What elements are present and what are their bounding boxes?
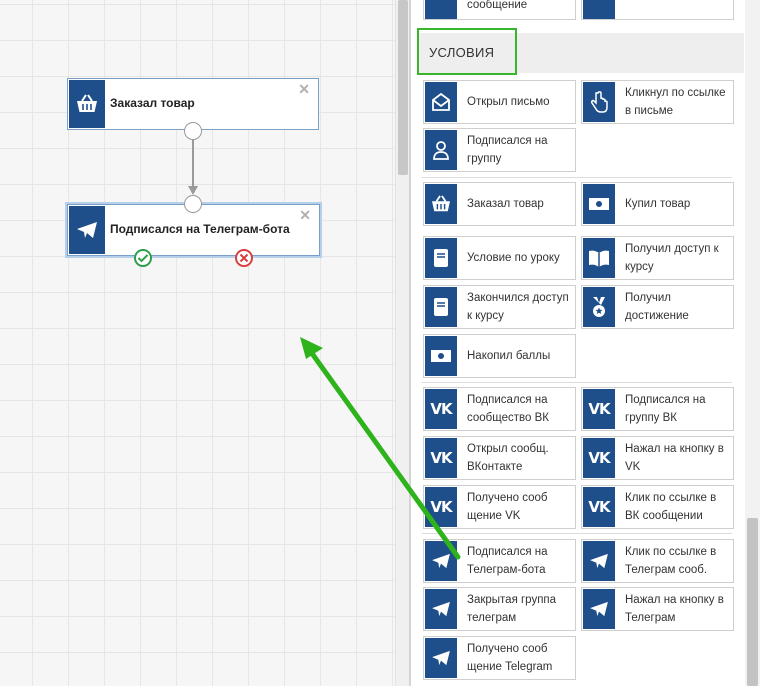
node-ordered-product[interactable]: Заказал товар ✕: [67, 78, 319, 130]
input-port[interactable]: [184, 195, 202, 213]
condition-card-vk-subscribed-group[interactable]: VK Подписался на группу ВК: [581, 387, 734, 431]
condition-card-vk-subscribed-community[interactable]: VK Подписался на сообщество ВК: [423, 387, 576, 431]
canvas-scrollbar-thumb[interactable]: [398, 0, 408, 175]
card-label: Открыл письмо: [467, 96, 550, 108]
condition-card-vk-opened-message[interactable]: VK Открыл сообщ. ВКонтакте: [423, 436, 576, 480]
user-icon: [425, 130, 457, 170]
divider: [422, 533, 732, 534]
section-header: [417, 33, 744, 73]
vk-icon: VK: [425, 438, 457, 478]
panel-scrollbar-thumb[interactable]: [747, 518, 758, 686]
section-title: УСЛОВИЯ: [429, 45, 495, 60]
card-label: Подписался на сообщество ВК: [467, 394, 549, 424]
condition-card-clicked-link-email[interactable]: Кликнул по ссылке в письме: [581, 80, 734, 124]
card-label: [625, 0, 731, 14]
condition-card-partial[interactable]: [581, 0, 734, 20]
divider: [422, 177, 732, 178]
open-book-icon: [583, 238, 615, 278]
vk-icon: [583, 0, 615, 19]
telegram-icon: [425, 541, 457, 581]
condition-card-ordered-product[interactable]: Заказал товар: [423, 182, 576, 226]
output-port[interactable]: [184, 122, 202, 140]
condition-card-vk-pressed-button[interactable]: VK Нажал на кнопку в VK: [581, 436, 734, 480]
divider: [422, 382, 732, 383]
book-icon: [425, 238, 457, 278]
condition-card-accumulated-points[interactable]: Накопил баллы: [423, 334, 576, 378]
highlight-box: [417, 28, 517, 75]
card-label: Получил доступ к курсу: [625, 243, 719, 273]
condition-card-opened-email[interactable]: Открыл письмо: [423, 80, 576, 124]
card-label: Подписался на группу: [467, 135, 548, 165]
condition-card-telegram-private-group[interactable]: Закрытая группа телеграм: [423, 587, 576, 631]
card-label: Получил достижение: [625, 292, 689, 322]
condition-card-telegram-link-click[interactable]: Клик по ссылке в Телеграм сооб.: [581, 539, 734, 583]
card-label: Условие по уроку: [467, 252, 560, 264]
telegram-icon: [583, 541, 615, 581]
yes-branch-icon[interactable]: [133, 248, 153, 268]
card-label: Накопил баллы: [467, 350, 551, 362]
node-title: Подписался на Телеграм-бота: [110, 222, 290, 236]
card-label: Подписался на Телеграм-бота: [467, 546, 548, 576]
conditions-panel: сообщение УСЛОВИЯ Открыл письмо Кликнул …: [411, 0, 745, 686]
condition-card-vk-message-received[interactable]: VK Получено сооб щение VK: [423, 485, 576, 529]
panel-divider: [409, 0, 411, 686]
node-subscribed-telegram-bot[interactable]: Подписался на Телеграм-бота ✕: [67, 204, 320, 256]
vk-icon: VK: [583, 438, 615, 478]
condition-card-course-access-ended[interactable]: Закончился доступ к курсу: [423, 285, 576, 329]
close-icon[interactable]: ✕: [299, 207, 311, 223]
vk-icon: [425, 0, 457, 19]
basket-icon: [425, 184, 457, 224]
money-icon: [583, 184, 615, 224]
vk-icon: VK: [583, 389, 615, 429]
medal-icon: [583, 287, 615, 327]
basket-icon: [69, 80, 105, 128]
card-label: Нажал на кнопку в VK: [625, 443, 724, 473]
hand-pointer-icon: [583, 82, 615, 122]
connector-arrowhead: [188, 186, 198, 195]
no-branch-icon[interactable]: [234, 248, 254, 268]
condition-card-got-course-access[interactable]: Получил доступ к курсу: [581, 236, 734, 280]
workflow-canvas[interactable]: Заказал товар ✕ Подписался на Телеграм-б…: [0, 0, 395, 686]
telegram-icon: [425, 638, 457, 678]
condition-card-telegram-pressed-button[interactable]: Нажал на кнопку в Телеграм: [581, 587, 734, 631]
card-label: Купил товар: [625, 198, 691, 210]
vk-icon: VK: [583, 487, 615, 527]
card-label: сообщение: [467, 0, 528, 11]
card-label: Получено сооб щение VK: [467, 492, 548, 522]
card-label: Клик по ссылке в Телеграм сооб.: [625, 546, 717, 576]
node-title: Заказал товар: [110, 96, 195, 110]
card-label: Открыл сообщ. ВКонтакте: [467, 443, 549, 473]
connector-layer: [188, 140, 198, 195]
condition-card-telegram-subscribed-bot[interactable]: Подписался на Телеграм-бота: [423, 539, 576, 583]
book-icon: [425, 287, 457, 327]
condition-card-bought-product[interactable]: Купил товар: [581, 182, 734, 226]
card-label: Закончился доступ к курсу: [467, 292, 569, 322]
condition-card-telegram-message-received[interactable]: Получено сооб щение Telegram: [423, 636, 576, 680]
vk-icon: VK: [425, 487, 457, 527]
panel-scrollbar[interactable]: [745, 0, 760, 686]
card-label: Заказал товар: [467, 198, 544, 210]
condition-card-subscribed-group[interactable]: Подписался на группу: [423, 128, 576, 172]
card-label: Клик по ссылке в ВК сообщении: [625, 492, 717, 522]
card-label: Кликнул по ссылке в письме: [625, 87, 726, 117]
envelope-open-icon: [425, 82, 457, 122]
telegram-icon: [69, 206, 105, 254]
card-label: Получено сооб щение Telegram: [467, 643, 553, 673]
vk-icon: VK: [425, 389, 457, 429]
condition-card-lesson-condition[interactable]: Условие по уроку: [423, 236, 576, 280]
condition-card-partial[interactable]: сообщение: [423, 0, 576, 20]
card-label: Подписался на группу ВК: [625, 394, 706, 424]
close-icon[interactable]: ✕: [298, 81, 310, 97]
money-icon: [425, 336, 457, 376]
card-label: Нажал на кнопку в Телеграм: [625, 594, 724, 624]
condition-card-got-achievement[interactable]: Получил достижение: [581, 285, 734, 329]
telegram-icon: [583, 589, 615, 629]
canvas-scrollbar[interactable]: [395, 0, 409, 686]
card-label: Закрытая группа телеграм: [467, 594, 557, 624]
condition-card-vk-link-click[interactable]: VK Клик по ссылке в ВК сообщении: [581, 485, 734, 529]
telegram-icon: [425, 589, 457, 629]
